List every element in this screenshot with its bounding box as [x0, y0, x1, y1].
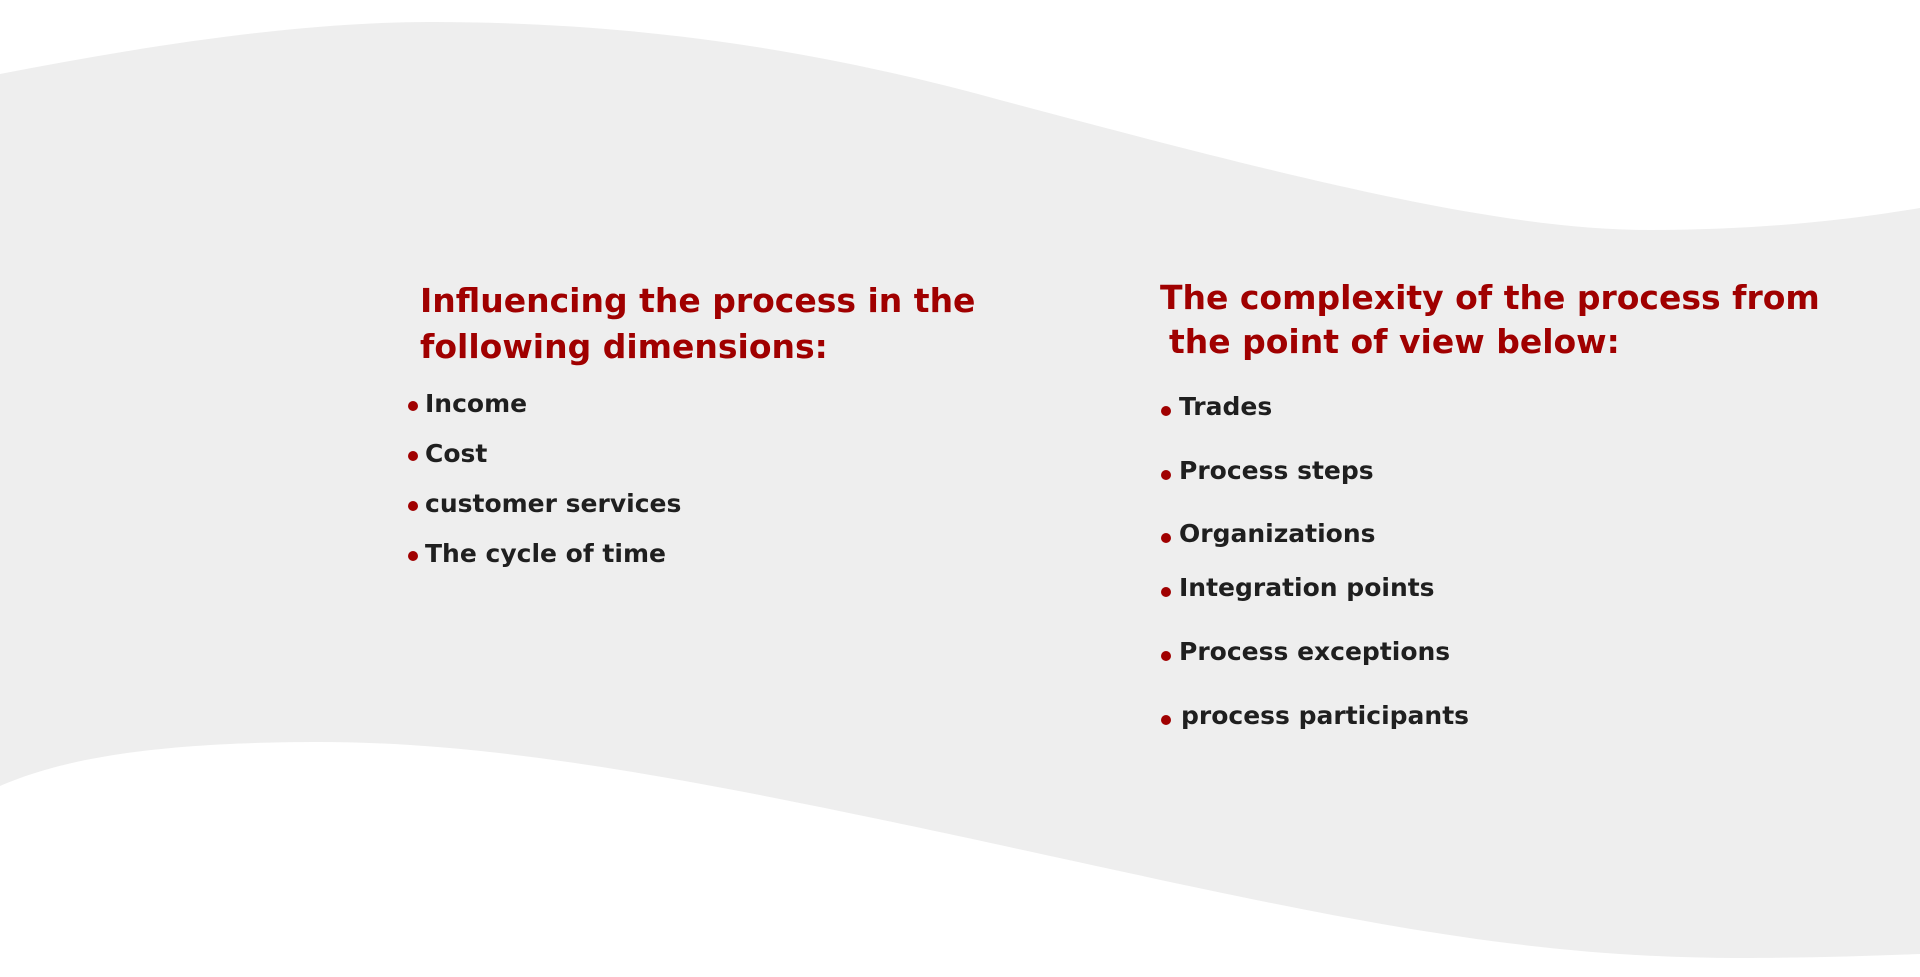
list-item-label: Income — [425, 389, 528, 418]
right-bullet-list: Trades Process steps Organizations Integ… — [1161, 392, 1469, 741]
bullet-icon — [1161, 715, 1171, 725]
right-heading-line1: The complexity of the process from — [1160, 278, 1820, 317]
list-item-cost: Cost — [408, 439, 681, 489]
list-item-label: process participants — [1181, 701, 1470, 730]
list-item-integration-points: Integration points — [1161, 573, 1469, 637]
list-item-income: Income — [408, 389, 681, 439]
list-item-organizations: Organizations — [1161, 519, 1469, 573]
bullet-icon — [1161, 651, 1171, 661]
list-item-process-participants: process participants — [1161, 701, 1469, 741]
bullet-icon — [408, 451, 418, 461]
bullet-icon — [408, 551, 418, 561]
right-heading-line2: the point of view below: — [1169, 322, 1620, 361]
list-item-cycle-of-time: The cycle of time — [408, 539, 681, 589]
right-column: The complexity of the process from the p… — [1160, 276, 1820, 730]
bullet-icon — [408, 401, 418, 411]
left-bullet-list: Income Cost customer services The cycle … — [408, 389, 681, 589]
list-item-label: Organizations — [1179, 519, 1376, 548]
list-item-label: Cost — [425, 439, 488, 468]
list-item-process-exceptions: Process exceptions — [1161, 637, 1469, 701]
list-item-label: customer services — [425, 489, 682, 518]
list-item-label: Process steps — [1179, 456, 1374, 485]
left-heading-line1: Influencing the process in the — [420, 281, 976, 320]
bullet-icon — [1161, 587, 1171, 597]
bullet-icon — [1161, 406, 1171, 416]
wave-band — [0, 22, 1920, 958]
list-item-label: Trades — [1179, 392, 1273, 421]
bullet-icon — [1161, 533, 1171, 543]
left-heading-line2: following dimensions: — [420, 327, 828, 366]
list-item-process-steps: Process steps — [1161, 456, 1469, 519]
left-heading: Influencing the process in the following… — [420, 278, 975, 370]
list-item-trades: Trades — [1161, 392, 1469, 456]
bullet-icon — [408, 501, 418, 511]
bullet-icon — [1161, 470, 1171, 480]
list-item-label: Process exceptions — [1179, 637, 1451, 666]
right-heading: The complexity of the process from the p… — [1160, 276, 1820, 364]
list-item-customer-services: customer services — [408, 489, 681, 539]
list-item-label: The cycle of time — [425, 539, 666, 568]
left-column: Influencing the process in the following… — [408, 278, 975, 568]
list-item-label: Integration points — [1179, 573, 1435, 602]
